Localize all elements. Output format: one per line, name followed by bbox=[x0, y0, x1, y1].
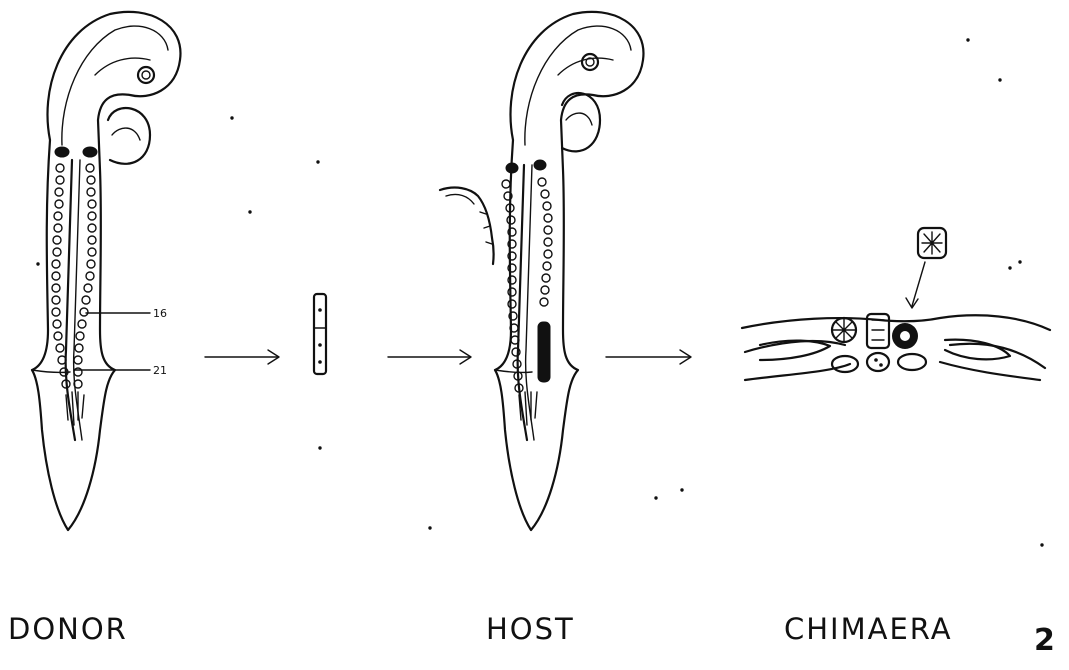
donor-marker-upper: 16 bbox=[153, 307, 167, 320]
chimaera-label: CHIMAERA bbox=[784, 612, 953, 646]
donor-marker-lower: 21 bbox=[153, 364, 167, 377]
chimaera-cross-section bbox=[742, 228, 1050, 380]
excised-segment bbox=[314, 294, 326, 374]
figure-number: 2 bbox=[1034, 623, 1055, 658]
host-excised-strip bbox=[440, 188, 494, 264]
arrow-host-to-chimaera bbox=[606, 350, 691, 364]
arrow-donor-to-segment bbox=[205, 350, 279, 364]
scan-specks bbox=[37, 39, 1043, 546]
donor-embryo: 16 21 bbox=[32, 12, 180, 530]
donor-somites-right bbox=[74, 164, 96, 388]
host-label: HOST bbox=[486, 612, 575, 646]
donor-label: DONOR bbox=[8, 612, 128, 646]
host-grafted-segment bbox=[538, 322, 550, 382]
arrow-segment-to-host bbox=[388, 350, 471, 364]
host-somites-right bbox=[538, 178, 552, 306]
host-embryo bbox=[440, 12, 643, 530]
